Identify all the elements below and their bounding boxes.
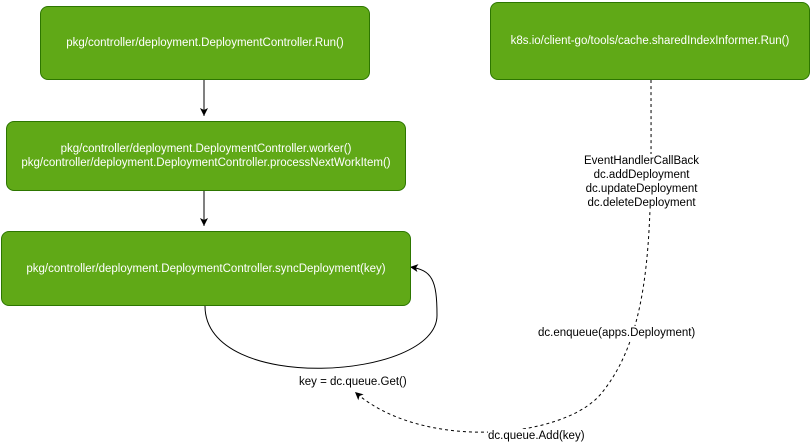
node-shared-index-informer-run: k8s.io/client-go/tools/cache.sharedIndex… (490, 2, 810, 80)
queue-get-label: key = dc.queue.Get() (299, 375, 407, 389)
queue-add-label: dc.queue.Add(key) (488, 429, 585, 443)
callback-title: EventHandlerCallBack (584, 155, 700, 167)
enqueue-label: dc.enqueue(apps.Deployment) (538, 326, 696, 340)
node-sync-deployment: pkg/controller/deployment.DeploymentCont… (1, 231, 411, 306)
callback-update: dc.updateDeployment (585, 183, 698, 195)
node-process-next-work-item-label: pkg/controller/deployment.DeploymentCont… (21, 157, 391, 169)
node-deployment-controller-run: pkg/controller/deployment.DeploymentCont… (40, 6, 370, 80)
node-worker-label: pkg/controller/deployment.DeploymentCont… (60, 143, 352, 155)
callback-add: dc.addDeployment (593, 169, 690, 181)
node-informer-label: k8s.io/client-go/tools/cache.sharedIndex… (510, 35, 790, 47)
edge-sync-loop (204, 264, 438, 369)
node-sync-label: pkg/controller/deployment.DeploymentCont… (26, 262, 386, 275)
node-run-label: pkg/controller/deployment.DeploymentCont… (66, 37, 344, 49)
node-worker-process: pkg/controller/deployment.DeploymentCont… (6, 121, 406, 191)
callback-label: EventHandlerCallBack dc.addDeployment dc… (584, 154, 700, 210)
callback-delete: dc.deleteDeployment (587, 197, 696, 209)
